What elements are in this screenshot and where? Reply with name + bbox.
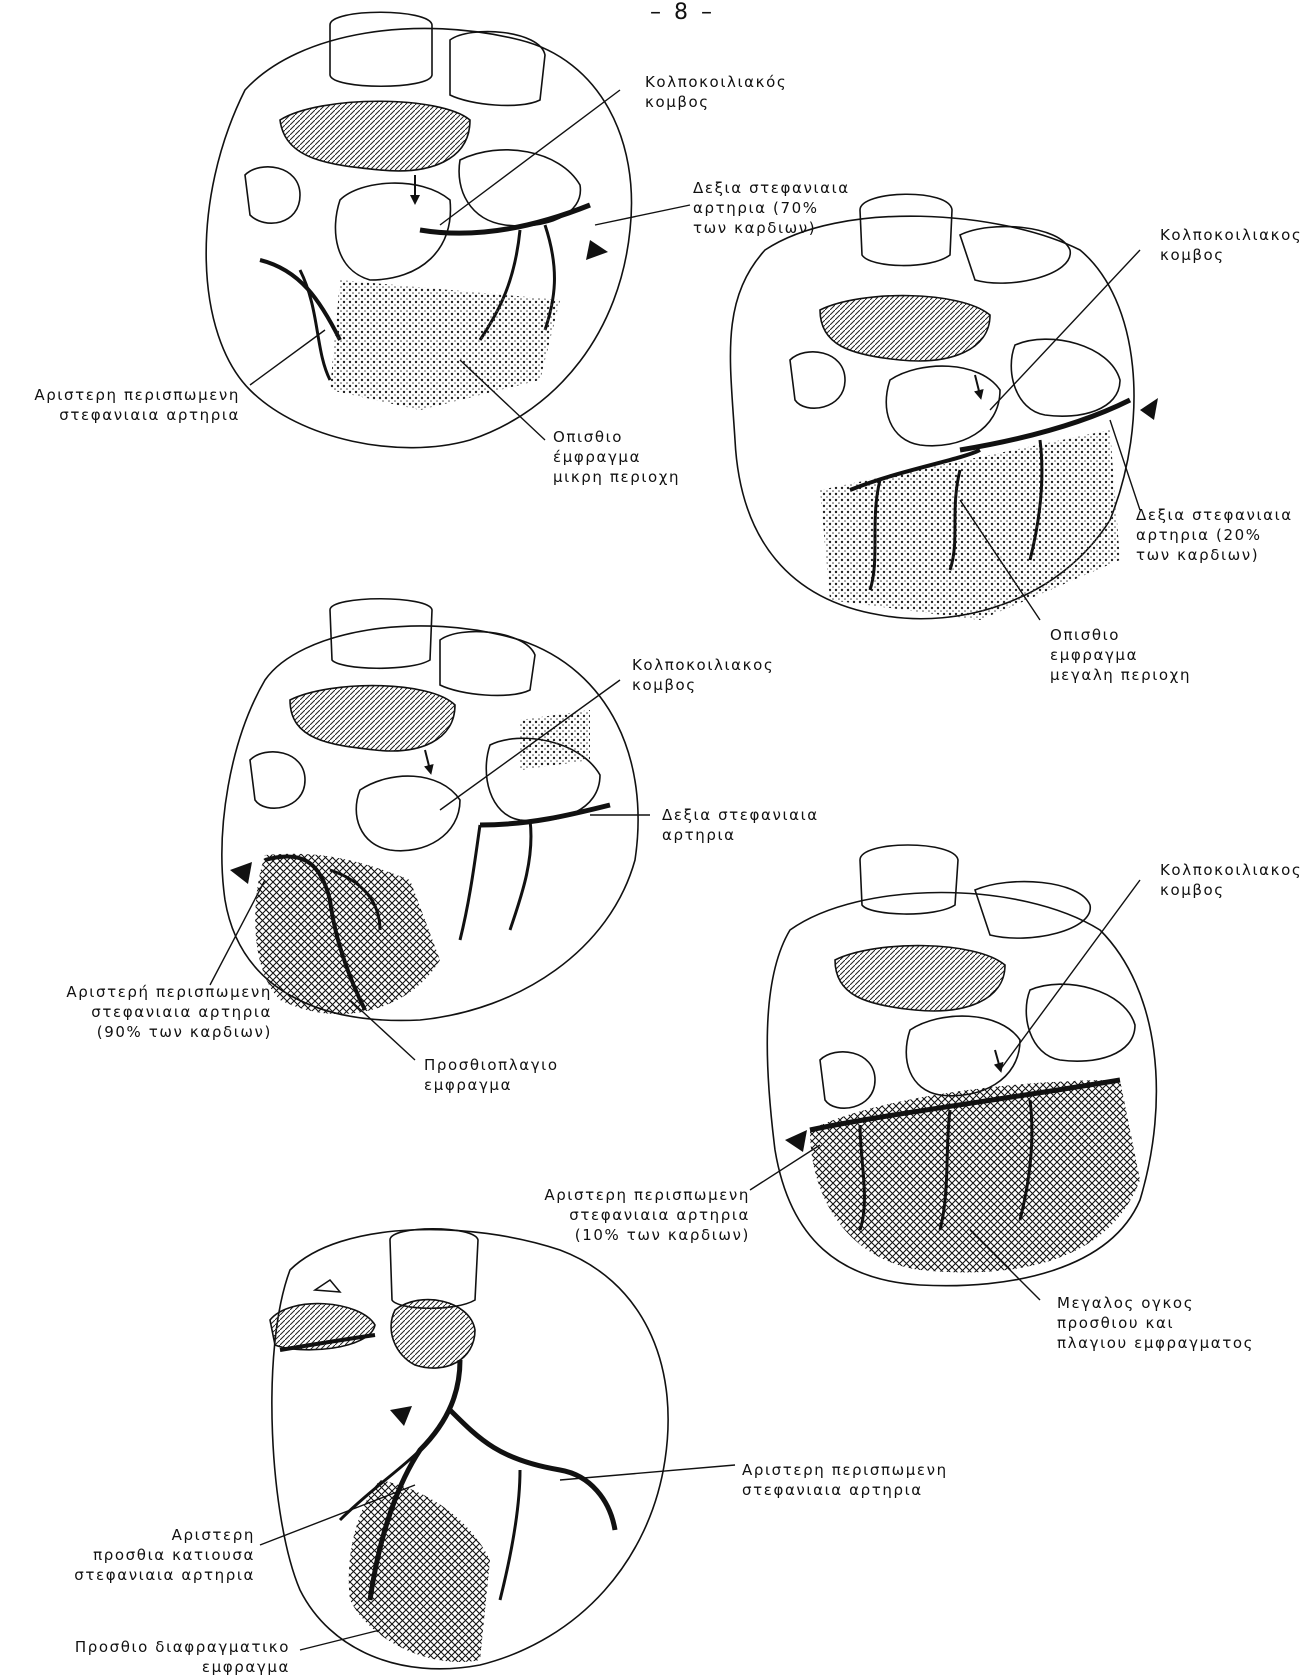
fig2-infarct-label: Οπισθιο εμφραγμα μεγαλη περιοχη bbox=[1050, 625, 1191, 685]
fig1-rca-label: Δεξια στεφανιαια αρτηρια (70% των καρδιω… bbox=[693, 178, 850, 238]
fig3-infarct-label: Προσθιοπλαγιο εμφραγμα bbox=[424, 1055, 559, 1095]
fig1-av-node-label: Κολποκοιλιακός κομβος bbox=[645, 72, 787, 112]
fig3-av-node-label: Κολποκοιλιακος κομβος bbox=[632, 655, 774, 695]
fig3-lcx-label: Αριστερή περισπωμενη στεφανιαια αρτηρια … bbox=[0, 982, 272, 1042]
heart-figure-1 bbox=[206, 12, 631, 447]
fig5-lcx-label: Αριστερη περισπωμενη στεφανιαια αρτηρια bbox=[742, 1460, 948, 1500]
fig4-lcx-label: Αριστερη περισπωμενη στεφανιαια αρτηρια … bbox=[490, 1185, 750, 1245]
fig5-lad-label: Αριστερη προσθια κατιουσα στεφανιαια αρτ… bbox=[0, 1525, 255, 1585]
fig2-av-node-label: Κολποκοιλιακος κομβος bbox=[1160, 225, 1302, 265]
fig4-infarct-label: Μεγαλος ογκος προσθιου και πλαγιου εμφρα… bbox=[1057, 1293, 1254, 1353]
heart-figure-2 bbox=[730, 194, 1158, 620]
heart-figure-4 bbox=[767, 845, 1156, 1286]
fig1-infarct-label: Οπισθιο έμφραγμα μικρη περιοχη bbox=[553, 427, 680, 487]
fig4-av-node-label: Κολποκοιλιακος κομβος bbox=[1160, 860, 1302, 900]
fig2-rca-label: Δεξια στεφανιαια αρτηρια (20% των καρδιω… bbox=[1136, 505, 1293, 565]
fig5-infarct-label: Προσθιο διαφραγματικο εμφραγμα bbox=[0, 1637, 290, 1677]
page-number: – 8 – bbox=[650, 0, 715, 25]
heart-figure-5 bbox=[270, 1229, 668, 1669]
fig3-rca-label: Δεξια στεφανιαια αρτηρια bbox=[662, 805, 819, 845]
fig1-lcx-label: Αριστερη περισπωμενη στεφανιαια αρτηρια bbox=[0, 385, 240, 425]
heart-figure-3 bbox=[222, 599, 638, 1021]
